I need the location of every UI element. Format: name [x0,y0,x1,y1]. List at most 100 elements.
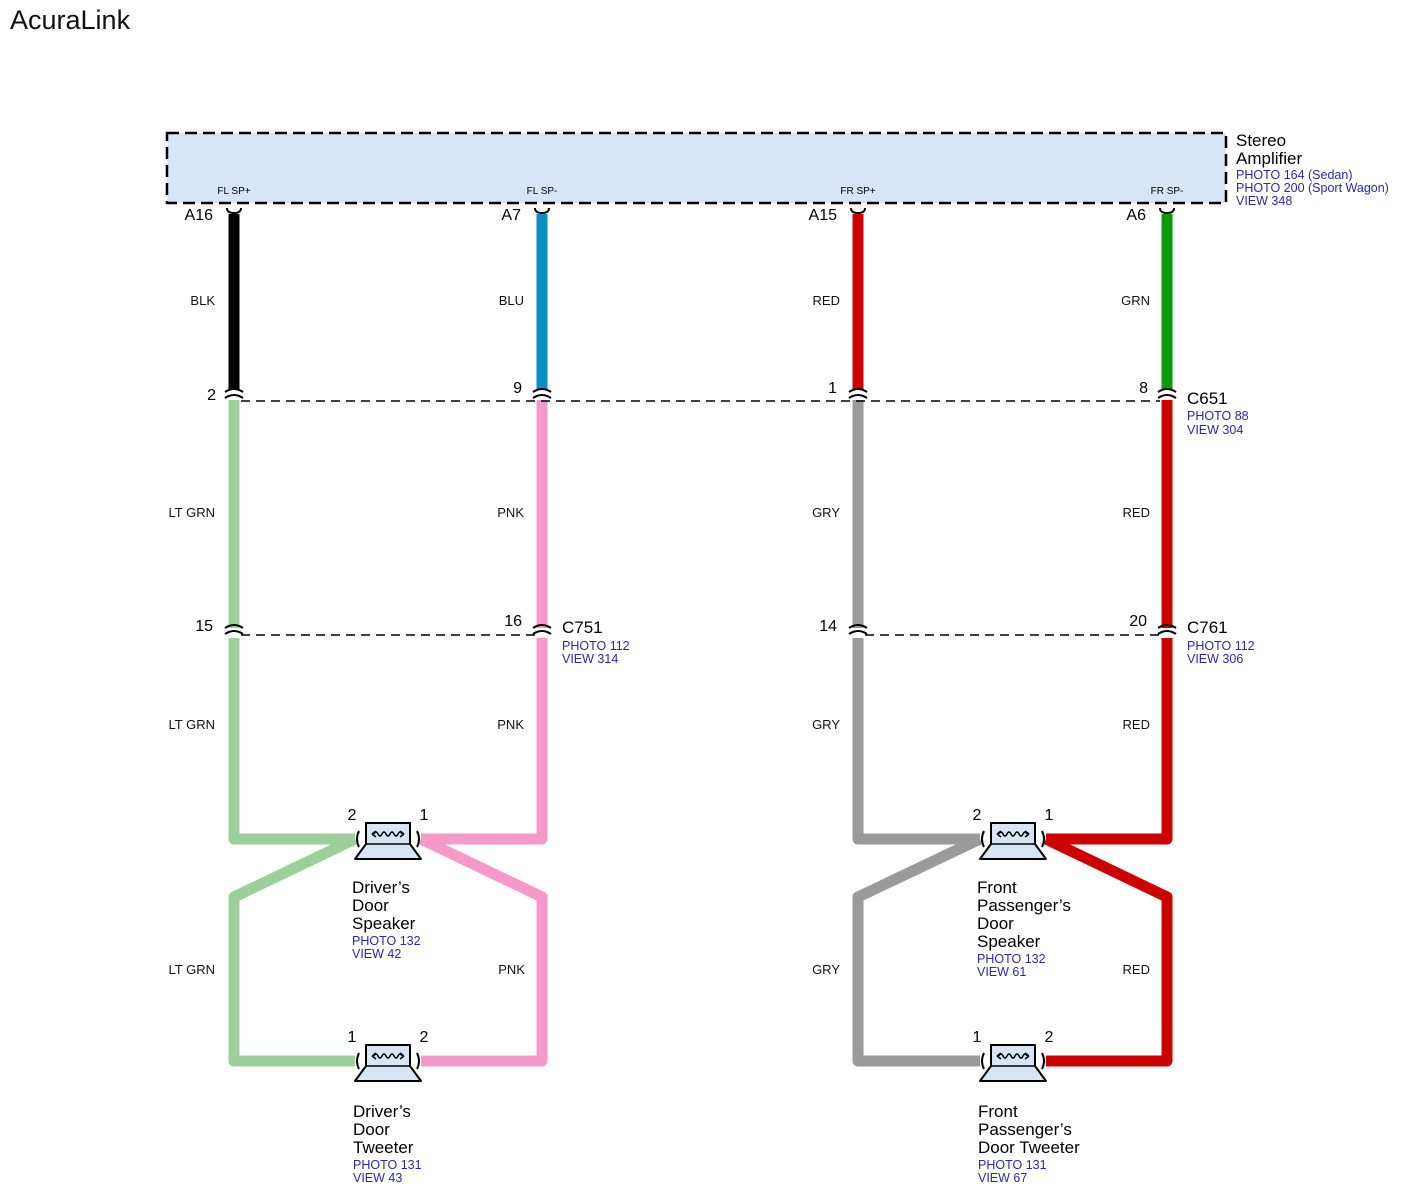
connector-name: C761 [1187,618,1228,637]
speaker-pin: 2 [420,1029,429,1046]
wire-color-label: PNK [498,962,525,977]
wire-color-label: BLU [499,293,524,308]
amplifier-name-line1: Stereo [1236,131,1286,150]
amplifier-pin-id: A6 [1126,207,1146,224]
connector-c761: 14 20 C761 PHOTO 112 VIEW 306 [819,613,1254,666]
speaker-name-line: Driver’s [352,878,410,897]
wire-color-label: RED [1123,717,1150,732]
speaker-name-line: Front [977,878,1017,897]
amplifier-terminals [226,207,1175,215]
speaker-name-line: Door [977,914,1014,933]
connector-ref-link[interactable]: PHOTO 112 [562,639,630,653]
wire-red [1043,834,1173,1067]
speaker-name-line: Front [978,1102,1018,1121]
speaker-ref-link[interactable]: VIEW 67 [978,1171,1027,1185]
amplifier-pin-label: FL SP+ [217,186,250,197]
wire-color-label: LT GRN [169,717,215,732]
wire-color-label: PNK [497,717,524,732]
speaker-name-line: Driver’s [353,1102,411,1121]
middle-wires [228,400,1173,628]
passenger-door-speaker: 2 1 Front Passenger’s Door Speaker PHOTO… [973,807,1071,979]
connector-ref-link[interactable]: VIEW 314 [562,652,618,666]
connector-pin: 2 [207,387,216,404]
wire-color-label: LT GRN [169,962,215,977]
connector-pin: 15 [195,618,213,635]
wire-color-label: BLK [190,293,215,308]
speaker-ref-link[interactable]: VIEW 42 [352,947,401,961]
wire-color-label: LT GRN [169,505,215,520]
amplifier-ref-link[interactable]: PHOTO 164 (Sedan) [1236,168,1353,182]
speaker-name-line: Speaker [352,914,416,933]
speaker-pin: 1 [1045,807,1054,824]
speaker-ref-link[interactable]: PHOTO 132 [352,934,421,948]
amplifier-pin-label: FL SP- [527,186,558,197]
amplifier-pin-id: A16 [185,207,214,224]
drivers-door-speaker: 2 1 Driver’s Door Speaker PHOTO 132 VIEW… [348,807,429,961]
wire-color-label: GRN [1121,293,1150,308]
connector-name: C751 [562,618,603,637]
amplifier-pin-label: FR SP+ [840,186,875,197]
passenger-door-tweeter: 1 2 Front Passenger’s Door Tweeter PHOTO… [973,1029,1081,1185]
speaker-name-line: Passenger’s [978,1120,1072,1139]
speaker-pin: 1 [348,1029,357,1046]
speaker-name-line: Door Tweeter [978,1138,1080,1157]
connector-c651: 2 9 1 8 C651 PHOTO 88 VIEW 304 [207,380,1249,437]
connector-pin: 14 [819,618,837,635]
amplifier-name-line2: Amplifier [1236,149,1302,168]
amplifier-pin-id: A15 [809,207,838,224]
wire-lt-grn [228,638,355,845]
connector-ref-link[interactable]: VIEW 304 [1187,423,1243,437]
wire-lt-grn [228,834,358,1067]
stereo-amplifier: Stereo Amplifier PHOTO 164 (Sedan) PHOTO… [165,131,1389,224]
lower-wires [228,638,1173,1067]
speaker-name-line: Passenger’s [977,896,1071,915]
speaker-ref-link[interactable]: PHOTO 132 [977,952,1046,966]
speaker-name-line: Door [353,1120,390,1139]
speaker-pin: 1 [973,1029,982,1046]
connector-pin: 1 [828,380,837,397]
wire-color-label: RED [1123,962,1150,977]
wire-color-label: GRY [812,962,840,977]
amplifier-ref-link[interactable]: PHOTO 200 (Sport Wagon) [1236,181,1389,195]
speaker-ref-link[interactable]: PHOTO 131 [978,1158,1047,1172]
amplifier-pin-id: A7 [501,207,521,224]
wire-pnk [418,834,548,1067]
speaker-pin: 1 [420,807,429,824]
wire-gry [852,834,983,1067]
speaker-ref-link[interactable]: VIEW 61 [977,965,1026,979]
wire-pnk [421,638,548,845]
wire-color-label: RED [813,293,840,308]
speaker-name-line: Speaker [977,932,1041,951]
wire-color-label: RED [1123,505,1150,520]
wire-color-label: PNK [497,505,524,520]
speaker-pin: 2 [1045,1029,1054,1046]
connector-pin: 20 [1129,613,1147,630]
connector-pin: 16 [504,613,522,630]
connector-pin: 8 [1139,380,1148,397]
amplifier-box [165,131,1228,205]
wire-gry [852,638,980,845]
speaker-ref-link[interactable]: VIEW 43 [353,1171,402,1185]
amplifier-ref-link[interactable]: VIEW 348 [1236,194,1292,208]
connector-c751: 15 16 C751 PHOTO 112 VIEW 314 [195,613,629,666]
tweeter-icon [979,1044,1047,1082]
top-wires [228,214,1173,390]
connector-ref-link[interactable]: PHOTO 88 [1187,409,1249,423]
drivers-door-tweeter: 1 2 Driver’s Door Tweeter PHOTO 131 VIEW… [348,1029,429,1185]
speaker-ref-link[interactable]: PHOTO 131 [353,1158,422,1172]
connector-pin: 9 [513,380,522,397]
connector-ref-link[interactable]: VIEW 306 [1187,652,1243,666]
speaker-pin: 2 [348,807,357,824]
speaker-name-line: Tweeter [353,1138,414,1157]
speaker-pin: 2 [973,807,982,824]
connector-ref-link[interactable]: PHOTO 112 [1187,639,1255,653]
wire-red [1046,638,1173,845]
connector-name: C651 [1187,389,1228,408]
page-title: AcuraLink [10,5,131,35]
wire-color-label: GRY [812,505,840,520]
speaker-name-line: Door [352,896,389,915]
speaker-icon [979,822,1047,860]
amplifier-pin-label: FR SP- [1151,186,1184,197]
wire-color-label: GRY [812,717,840,732]
